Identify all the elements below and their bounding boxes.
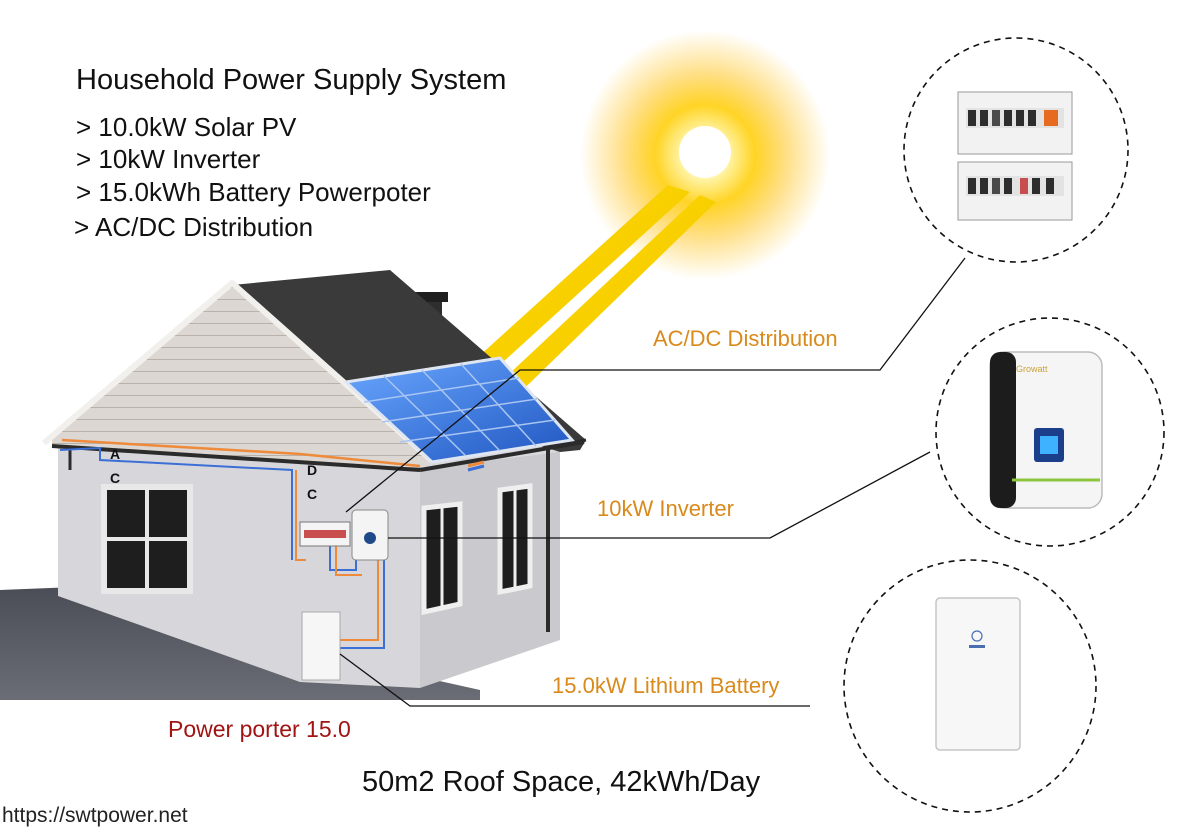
battery-wire-blue: [338, 555, 385, 649]
callout-distribution-label: AC/DC Distribution: [653, 326, 838, 351]
dc-wire-orange-2: [335, 545, 362, 576]
battery-wire: [338, 560, 379, 641]
feature-battery: > 15.0kWh Battery Powerpoter: [76, 177, 431, 207]
callout-inverter-label: 10kW Inverter: [597, 496, 734, 521]
sun-beam-2: [476, 195, 716, 412]
source-url: https://swtpower.net: [2, 804, 188, 827]
gable-siding: [52, 287, 432, 470]
feature-inverter: > 10kW Inverter: [76, 144, 261, 174]
distribution-product: [957, 91, 1073, 221]
ac-wire-orange: [61, 438, 421, 468]
leader-battery: [339, 653, 810, 707]
callout-battery-label: 15.0kW Lithium Battery: [552, 673, 780, 698]
footer-caption: 50m2 Roof Space, 42kWh/Day: [362, 766, 761, 798]
ac-wire-blue: [59, 446, 293, 560]
house-battery: [301, 611, 341, 681]
sun-core: [679, 126, 731, 178]
product-label: Power porter 15.0: [168, 716, 351, 742]
leader-inverter: [388, 451, 931, 539]
diagram-title: Household Power Supply System: [76, 64, 507, 96]
dc-label-letter-c: C: [307, 486, 318, 502]
leader-distribution: [345, 257, 966, 513]
ac-label-letter-a: A: [110, 446, 121, 462]
dc-label-letter-d: D: [307, 462, 318, 478]
inverter-product: [989, 351, 1103, 509]
inverter-brand-logo: Growatt: [1016, 364, 1048, 374]
dc-wire-orange: [295, 470, 306, 561]
feature-solar-pv: > 10.0kW Solar PV: [76, 112, 297, 142]
ac-label-letter-c: C: [110, 470, 121, 486]
battery-product: [935, 597, 1021, 751]
sun-beam-1: [446, 185, 690, 392]
chimney-cap: [406, 292, 448, 302]
feature-distribution: > AC/DC Distribution: [74, 212, 314, 242]
